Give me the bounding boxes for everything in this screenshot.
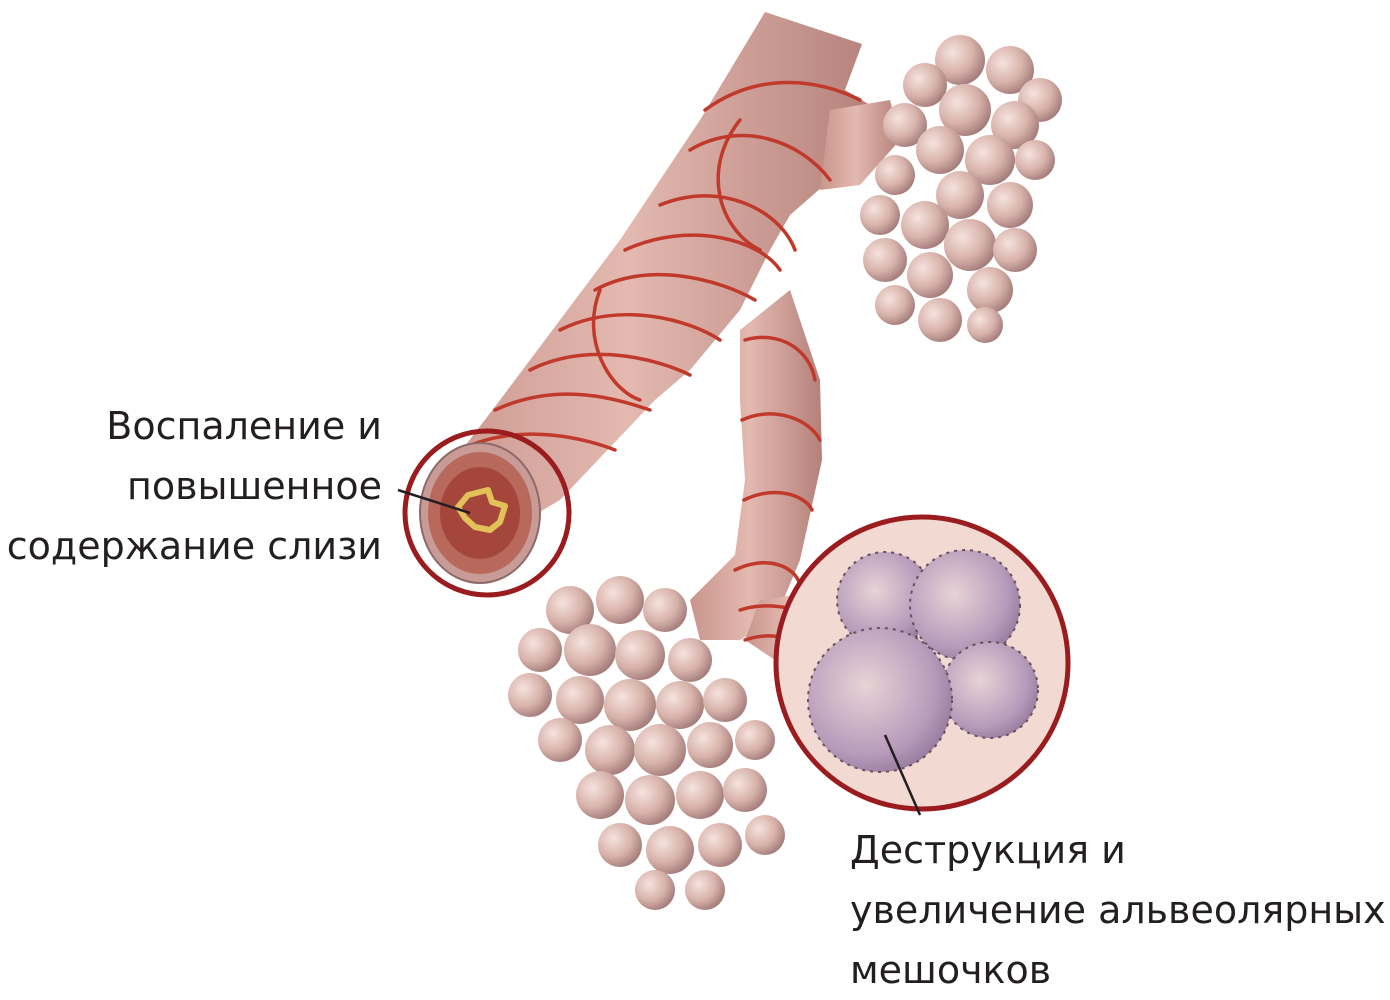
alveoli-cluster-upper <box>860 35 1062 343</box>
destruction-label-line-3: мешочков <box>850 940 1386 1000</box>
inflammation-label-line-1: Воспаление и <box>7 396 382 456</box>
inflammation-label-line-2: повышенное <box>7 456 382 516</box>
destruction-label: Деструкция и увеличение альвеолярных меш… <box>850 820 1386 1000</box>
destruction-label-line-1: Деструкция и <box>850 820 1386 880</box>
inflammation-label-line-3: содержание слизи <box>7 516 382 576</box>
inflammation-label: Воспаление и повышенное содержание слизи <box>7 396 382 576</box>
destruction-label-line-2: увеличение альвеолярных <box>850 880 1386 940</box>
bronchiole-cross-section <box>420 443 540 583</box>
